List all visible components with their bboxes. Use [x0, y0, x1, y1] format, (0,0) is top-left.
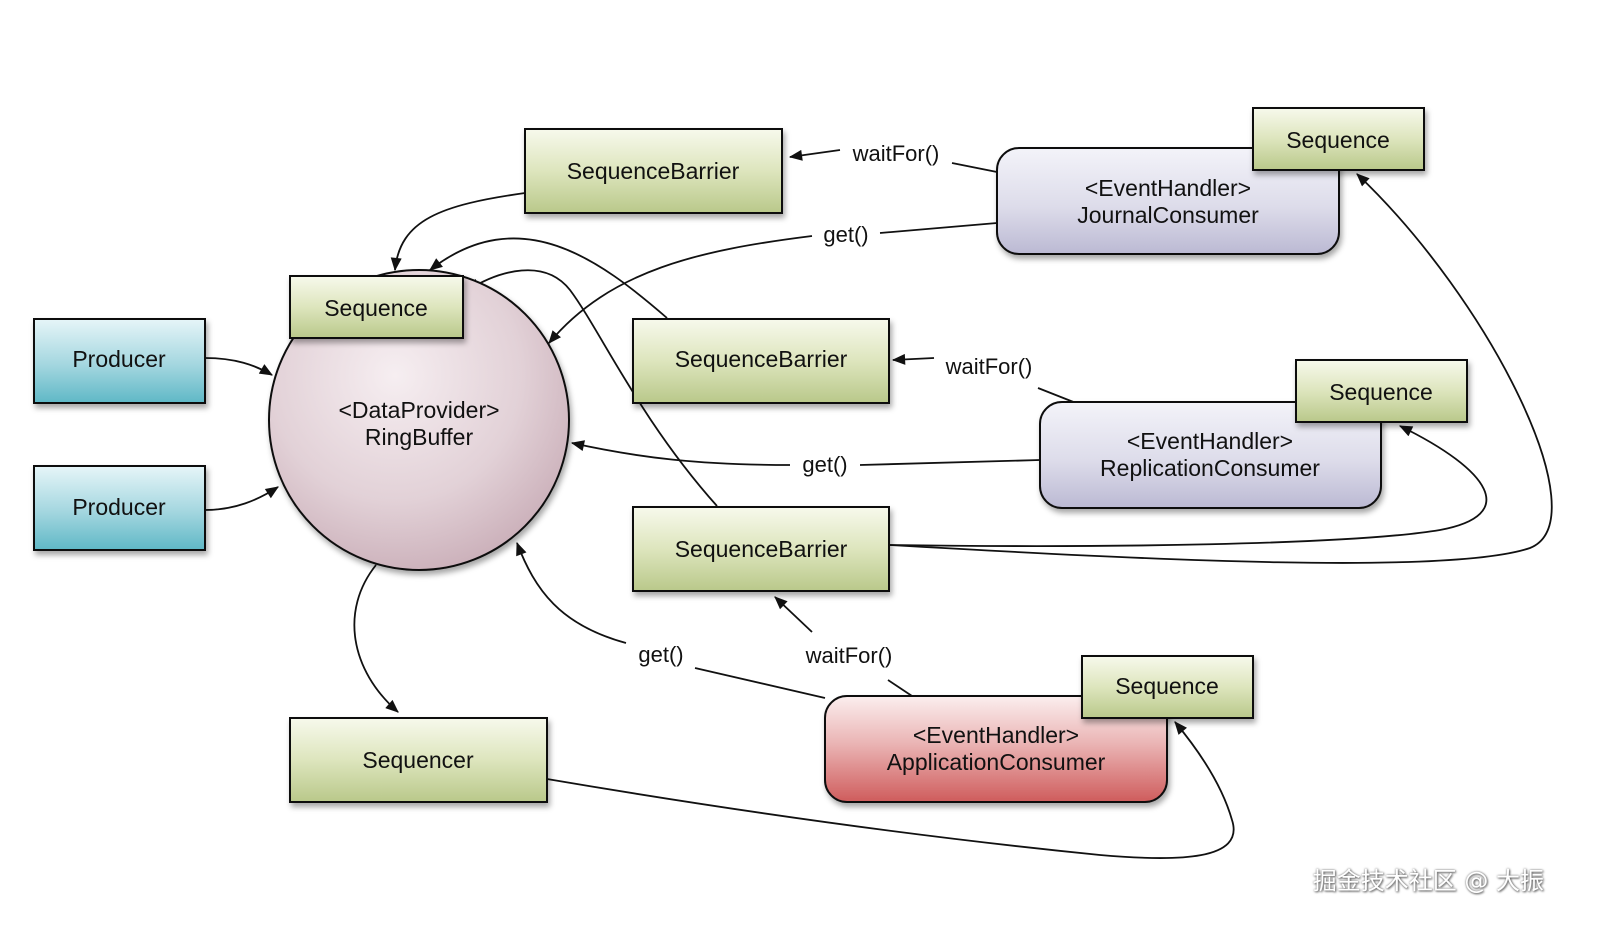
edge-barrier-bottom-journal-sequence	[889, 173, 1553, 564]
edge-ringbuffer-sequencer	[353, 564, 399, 713]
replication-sequence-box: Sequence	[1295, 359, 1468, 423]
application-sequence-box: Sequence	[1081, 655, 1254, 719]
edge-replication-get-right	[859, 459, 1041, 466]
journal-waitfor-label: waitFor()	[852, 141, 940, 166]
application-consumer: <EventHandler> ApplicationConsumer	[824, 695, 1168, 803]
application-consumer-label: ApplicationConsumer	[887, 749, 1106, 775]
journal-sequence-box: Sequence	[1252, 107, 1425, 171]
edge-replication-waitfor-right	[1037, 387, 1077, 404]
edge-application-get-left	[516, 541, 627, 644]
edge-barrier-bottom-replication-sequence	[889, 425, 1488, 547]
edge-application-get-right	[694, 667, 826, 699]
sequence-barrier-top-label: SequenceBarrier	[567, 158, 740, 184]
replication-sequence-label: Sequence	[1329, 379, 1433, 405]
edge-producer2-ringbuffer	[204, 486, 279, 511]
ringbuffer	[268, 269, 570, 571]
edge-barrier-top-sequence	[390, 192, 526, 272]
ringbuffer-sequence-label: Sequence	[324, 295, 428, 321]
journal-get-label: get()	[823, 222, 868, 247]
edge-producer1-ringbuffer	[204, 357, 273, 376]
edge-barrier-bottom-sequence	[467, 269, 718, 507]
edge-replication-waitfor-left	[891, 353, 935, 365]
sequence-barrier-bottom-label: SequenceBarrier	[675, 536, 848, 562]
ringbuffer-sequence-box: Sequence	[289, 275, 464, 339]
edge-journal-get-left	[548, 235, 813, 344]
sequence-barrier-bottom: SequenceBarrier	[632, 506, 890, 592]
producer-box-1: Producer	[33, 318, 206, 404]
journal-consumer-label: JournalConsumer	[1077, 202, 1259, 228]
application-sequence-label: Sequence	[1115, 673, 1219, 699]
edge-sequencer-application-sequence	[546, 721, 1235, 860]
replication-consumer: <EventHandler> ReplicationConsumer	[1039, 401, 1382, 509]
edge-application-waitfor-down	[887, 679, 913, 697]
replication-consumer-stereotype: <EventHandler>	[1127, 428, 1293, 454]
producer-label-2: Producer	[72, 494, 166, 520]
sequence-barrier-top: SequenceBarrier	[524, 128, 783, 214]
edge-barrier-middle-sequence	[429, 237, 668, 319]
replication-get-label: get()	[802, 452, 847, 477]
sequence-barrier-middle: SequenceBarrier	[632, 318, 890, 404]
edges	[204, 149, 1553, 860]
edge-application-waitfor-up	[774, 596, 813, 633]
ringbuffer-stereotype: <DataProvider>	[338, 397, 499, 423]
replication-consumer-label: ReplicationConsumer	[1100, 455, 1320, 481]
producer-box-2: Producer	[33, 465, 206, 551]
journal-consumer: <EventHandler> JournalConsumer	[996, 147, 1340, 255]
watermark: 掘金技术社区 @ 大振	[1312, 867, 1544, 895]
journal-sequence-label: Sequence	[1286, 127, 1390, 153]
sequencer-box: Sequencer	[289, 717, 548, 803]
application-get-label: get()	[638, 642, 683, 667]
application-consumer-stereotype: <EventHandler>	[913, 722, 1079, 748]
sequencer-label: Sequencer	[362, 747, 474, 773]
edge-journal-waitfor-left	[788, 149, 841, 161]
replication-waitfor-label: waitFor()	[945, 354, 1033, 379]
journal-consumer-stereotype: <EventHandler>	[1085, 175, 1251, 201]
edge-journal-get-right	[879, 222, 998, 234]
edge-journal-waitfor-right	[951, 162, 998, 173]
edge-replication-get-left	[570, 440, 791, 466]
sequence-barrier-middle-label: SequenceBarrier	[675, 346, 848, 372]
producer-label-1: Producer	[72, 346, 166, 372]
application-waitfor-label: waitFor()	[805, 643, 893, 668]
ringbuffer-label: RingBuffer	[365, 424, 474, 450]
